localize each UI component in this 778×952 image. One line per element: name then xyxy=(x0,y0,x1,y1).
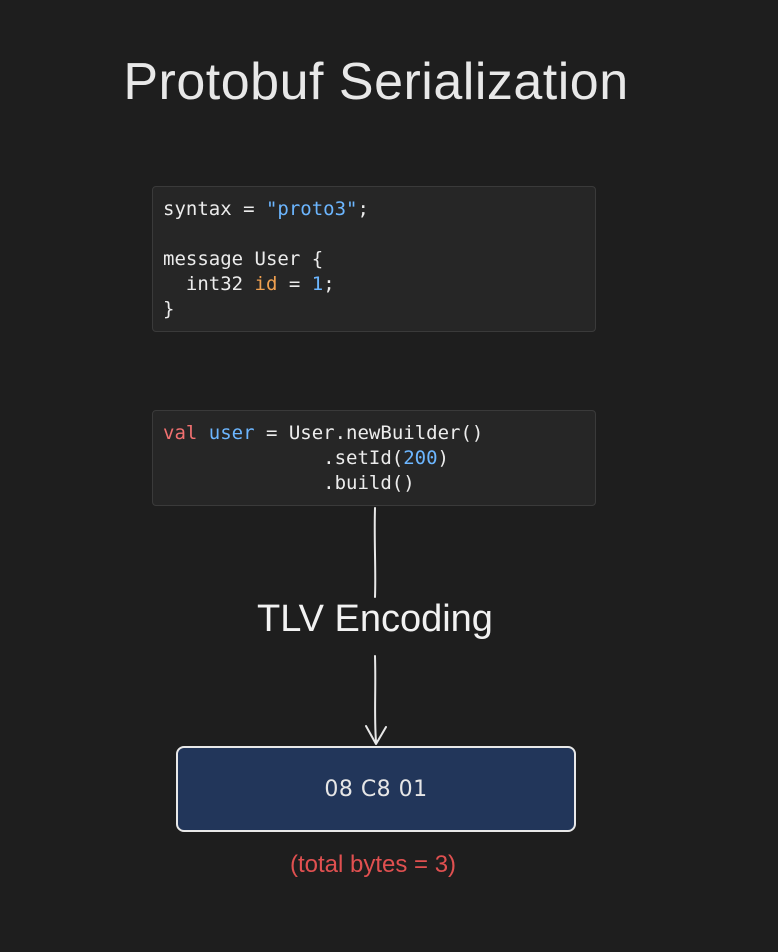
connector-line-lower xyxy=(374,655,377,743)
code-text: = User.newBuilder() xyxy=(254,422,484,444)
code-text: message User { xyxy=(163,248,324,270)
code-string: "proto3" xyxy=(265,198,358,220)
code-text: } xyxy=(163,298,175,320)
code-text: .setId( xyxy=(163,447,404,469)
arrow-head xyxy=(365,725,387,745)
tlv-encoding-label: TLV Encoding xyxy=(257,598,493,640)
code-keyword: val xyxy=(163,422,198,444)
total-bytes-note: (total bytes = 3) xyxy=(289,851,457,878)
kotlin-code: val user = User.newBuilder() .setId(200)… xyxy=(163,421,585,496)
code-number: 200 xyxy=(403,447,438,469)
code-text: = xyxy=(277,273,312,295)
code-text: ) xyxy=(437,447,449,469)
proto-schema-code-block: syntax = "proto3"; message User { int32 … xyxy=(152,186,596,332)
code-text: .build() xyxy=(163,472,415,494)
code-number: 1 xyxy=(311,273,324,295)
code-text: int32 xyxy=(163,273,255,295)
encoded-bytes-box: 08 C8 01 xyxy=(176,746,576,832)
code-text: syntax = xyxy=(163,198,266,220)
code-text: ; xyxy=(323,273,335,295)
kotlin-builder-code-block: val user = User.newBuilder() .setId(200)… xyxy=(152,410,596,506)
code-text: ; xyxy=(357,198,369,220)
connector-line-upper xyxy=(373,507,377,598)
proto-code: syntax = "proto3"; message User { int32 … xyxy=(163,197,585,322)
encoded-bytes-value: 08 C8 01 xyxy=(324,776,428,802)
diagram-title: Protobuf Serialization xyxy=(123,53,629,111)
code-field-name: id xyxy=(254,273,278,295)
code-variable: user xyxy=(208,422,255,444)
